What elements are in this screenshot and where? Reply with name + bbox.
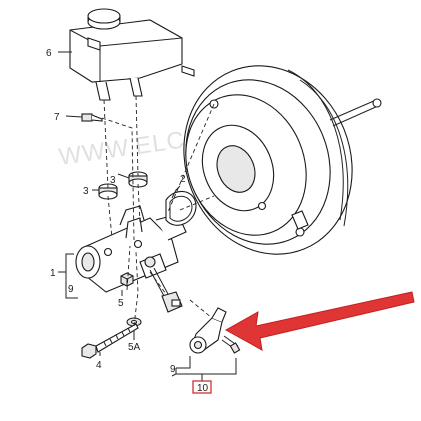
nut-5 [120,272,134,287]
callout-4[interactable]: 4 [96,360,102,371]
callout-10[interactable]: 10 [197,383,209,394]
seal-ring [165,190,197,226]
switch-assembly [189,307,241,354]
fluid-reservoir [69,8,195,101]
callout-9-upper[interactable]: 9 [68,284,74,295]
callout-6[interactable]: 6 [46,48,52,59]
bolt-7 [81,113,103,122]
callout-3-right[interactable]: 3 [110,175,116,186]
callout-9-lower[interactable]: 9 [170,364,176,375]
leader-lines [58,51,237,381]
master-cylinder [75,205,187,293]
highlight-box [192,380,212,394]
arrow-icon [224,291,415,351]
sensor-9 [149,267,183,313]
callout-7[interactable]: 7 [54,112,60,123]
callout-5[interactable]: 5 [118,298,124,309]
callout-2[interactable]: 2 [180,174,186,185]
grommet-left [98,183,118,200]
callout-5a[interactable]: 5A [128,342,141,353]
red-arrow-pointer [224,291,415,351]
callouts: 6 7 3 3 2 1 9 5 4 5A 9 [46,48,186,375]
assembly-lines [101,95,215,327]
callout-1[interactable]: 1 [50,268,56,279]
long-bolt-4 [81,323,139,359]
brake-booster [183,65,382,255]
callout-3-left[interactable]: 3 [83,186,89,197]
callout-10-highlight[interactable]: 10 [192,380,212,394]
